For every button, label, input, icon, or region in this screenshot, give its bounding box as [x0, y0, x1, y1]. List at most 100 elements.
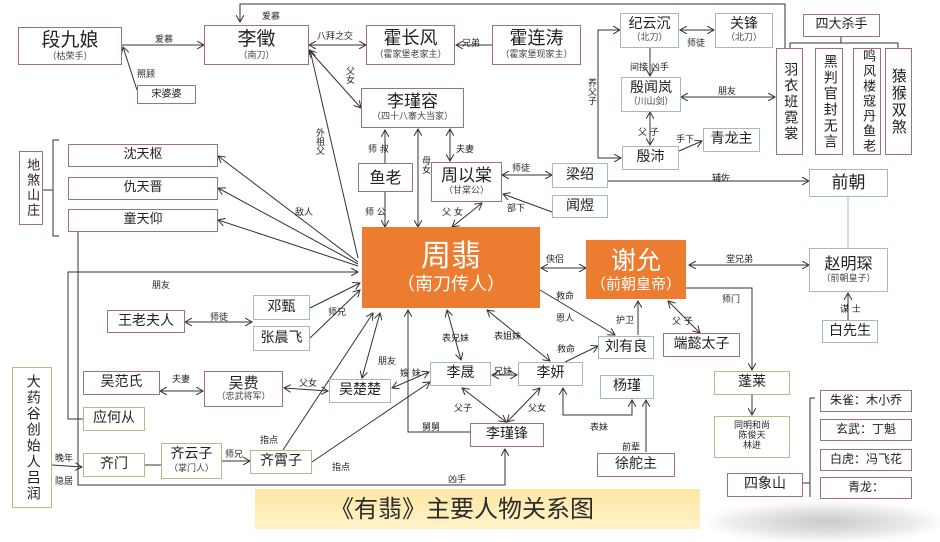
- edge-label: 表妹: [590, 423, 609, 433]
- node-name: 刘有良: [605, 338, 647, 355]
- node-name: 同明和尚 陈俊天 林进: [733, 421, 770, 451]
- relationship-line: [503, 194, 553, 213]
- node-name: 端懿太子: [673, 336, 730, 353]
- edge-label: 师 公: [365, 208, 386, 218]
- node-subtitle: （南刀）: [238, 50, 275, 61]
- node-liyan: 李妍: [518, 362, 583, 386]
- edge-label: 养父子: [586, 78, 596, 105]
- node-subtitle: （川山剑）: [628, 97, 674, 108]
- node-name: 梁绍: [566, 166, 594, 183]
- node-name: 张晨飞: [260, 329, 303, 346]
- node-lijinrong: 李瑾容（四十八寨大当家）: [361, 88, 464, 128]
- edge-label: 侠侣: [546, 255, 565, 265]
- edge-label: 兄妹: [494, 367, 513, 377]
- relationship-line: [678, 141, 702, 152]
- edge-label: 父女: [528, 404, 547, 414]
- edge-label: 照顾: [137, 70, 156, 80]
- node-lvrun: 大药谷创始人吕润: [12, 367, 52, 508]
- relationship-line: [563, 388, 632, 416]
- relationship-line: [686, 287, 752, 370]
- node-subtitle: （北刀）: [725, 33, 762, 44]
- node-huochangfeng: 霍长风（霍家堡老家主）: [366, 25, 455, 65]
- node-name: 吴楚楚: [339, 382, 381, 399]
- relationship-line: [309, 283, 360, 309]
- node-subtitle: （掌门人）: [168, 463, 214, 474]
- node-jiyunchen: 纪云沉（北刀）: [620, 13, 679, 48]
- node-baixiansheng: 白先生: [822, 320, 878, 343]
- node-lijinfeng: 李瑾锋: [470, 423, 544, 447]
- node-name: 纪云沉: [628, 15, 671, 32]
- node-name: 朱雀：木小乔: [829, 393, 902, 408]
- node-heipanguan: 黑判官封无言: [815, 48, 843, 155]
- relationship-line: [218, 220, 359, 267]
- node-subtitle: （四十八寨大当家）: [371, 112, 453, 123]
- edge-label: 父子: [454, 404, 473, 414]
- node-shentianshu: 沈天枢: [68, 144, 218, 167]
- relationship-line: [597, 30, 620, 158]
- relationship-line: [240, 3, 786, 48]
- edge-label: 凶手: [448, 475, 467, 485]
- edge-label: 舅舅: [422, 423, 441, 433]
- node-xieyun: 谢允（前朝皇帝）: [586, 240, 686, 299]
- node-lizhi: 李徵（南刀）: [204, 25, 309, 65]
- edge-label: 指点: [260, 436, 279, 446]
- edge-label: 八拜之交: [317, 32, 354, 42]
- edge-label: 朋友: [378, 357, 397, 367]
- node-dishashanzhuang: 地煞山庄: [19, 151, 43, 225]
- relationship-line: [362, 313, 380, 378]
- node-huoliantao: 霍连涛（霍家堡现家主）: [492, 25, 581, 65]
- edge-label: 父 女: [442, 208, 463, 218]
- edge-label: 手下: [676, 135, 695, 145]
- node-name: 玄武：丁魁: [835, 422, 896, 437]
- node-name: 白虎：冯飞花: [829, 452, 902, 467]
- edge-label: 兄弟: [462, 39, 481, 49]
- edge-label: 夫妻: [456, 145, 475, 155]
- node-name: 吴范氏: [100, 374, 143, 391]
- node-dengzhen: 邓甄: [253, 295, 310, 320]
- edge-label: 护卫: [616, 316, 635, 326]
- node-yangjin: 杨瑾: [600, 375, 654, 399]
- edge-label: 救命: [557, 345, 576, 355]
- node-qixiaozi: 齐霄子: [250, 450, 312, 474]
- node-subtitle: （南刀传人）: [397, 274, 505, 296]
- node-name: 关锋: [730, 15, 758, 32]
- node-name: 猿猴双煞: [889, 67, 908, 136]
- edge-label: 师 叔: [368, 145, 389, 155]
- node-mingfenglou: 鸣风楼寇丹鱼老: [853, 48, 881, 155]
- node-subtitle: （忠武将军）: [216, 392, 271, 403]
- node-name: 应何从: [93, 410, 135, 427]
- node-name: 宋婆婆: [151, 89, 182, 100]
- node-liuyouliang: 刘有良: [598, 336, 654, 359]
- relationship-line: [311, 382, 430, 463]
- node-name: 殷沛: [636, 149, 665, 166]
- relationship-line: [51, 465, 82, 467]
- node-yuanhou: 猿猴双煞: [885, 48, 912, 155]
- edge-label: 父女: [299, 379, 318, 389]
- node-zhouyitang: 周以棠（甘棠公）: [431, 162, 502, 202]
- relationship-line: [789, 42, 899, 48]
- edge-label: 辅佐: [712, 174, 731, 184]
- node-name: 邓甄: [267, 298, 296, 315]
- node-guanfeng: 关锋（北刀）: [715, 13, 773, 48]
- node-zhaomingchen: 赵明琛（前朝皇子）: [809, 248, 888, 292]
- node-name: 李瑾容: [387, 91, 438, 112]
- edge-label: 师门: [722, 295, 741, 305]
- relationship-line: [309, 50, 361, 108]
- node-wenyu: 闻煜: [552, 195, 608, 218]
- relationship-line: [52, 139, 59, 237]
- edge-label: 敌人: [295, 208, 314, 218]
- node-name: 沈天枢: [123, 147, 163, 163]
- node-name: 仇天晋: [123, 180, 163, 196]
- relationship-line: [77, 232, 505, 486]
- relationship-line: [310, 50, 359, 259]
- node-name: 闻煜: [566, 197, 594, 214]
- node-qinglong: 青龙：: [820, 477, 912, 499]
- node-name: 四象山: [744, 476, 786, 493]
- edge-label: 师兄: [328, 308, 347, 318]
- node-name: 蓬莱: [738, 374, 766, 391]
- edge-label: 师徒: [512, 164, 531, 174]
- node-name: 李妍: [536, 365, 565, 382]
- node-name: 齐云子: [170, 446, 213, 463]
- node-name: 地煞山庄: [24, 158, 40, 218]
- node-name: 白先生: [829, 322, 871, 339]
